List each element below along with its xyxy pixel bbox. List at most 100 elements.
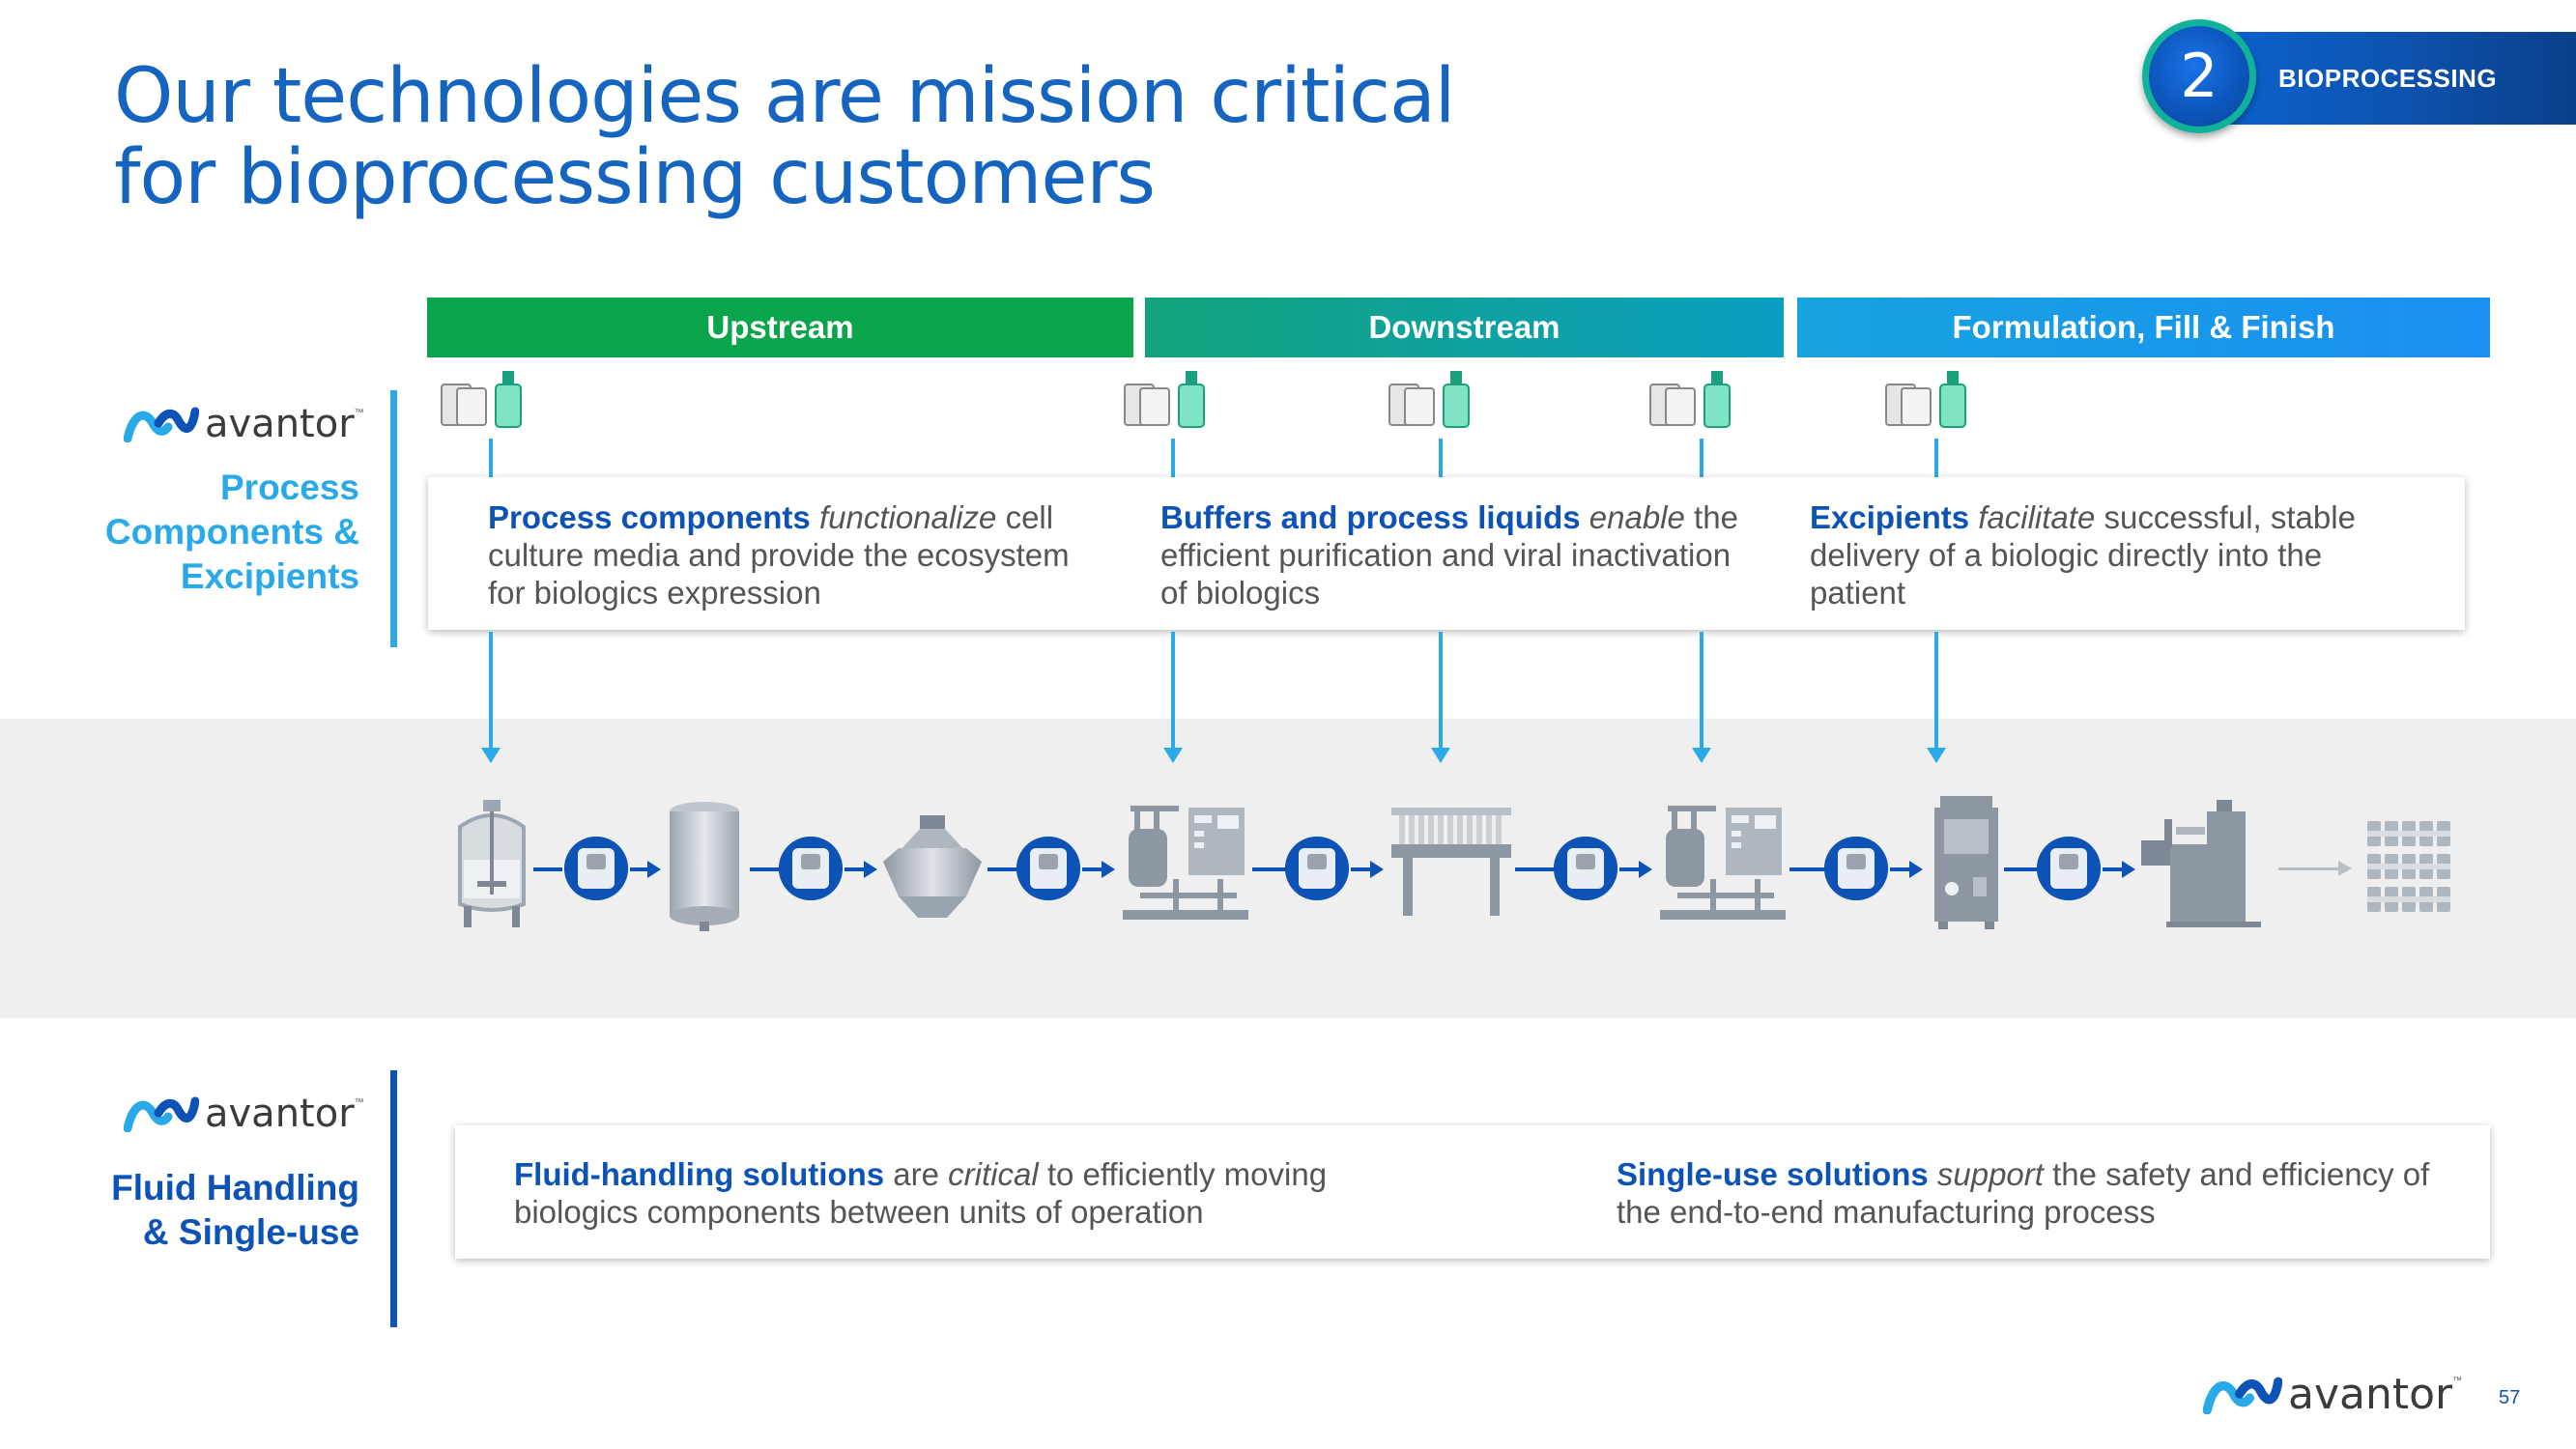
flow-line <box>1890 867 1911 871</box>
footer-avantor-logo: avantor ™ <box>2203 1370 2462 1419</box>
body-text: the efficient purification and viral ina… <box>1160 499 1738 611</box>
flow-line <box>1515 867 1554 871</box>
title-line-1: Our technologies are mission critical <box>114 53 1455 140</box>
output-arrow-head <box>2338 861 2352 876</box>
filling-machine-icon <box>2141 800 2261 927</box>
label-line: Components & <box>104 512 359 552</box>
down-arrow <box>481 632 501 763</box>
bioreactor-icon <box>458 800 526 927</box>
flow-line <box>1252 867 1285 871</box>
fluid-handling-label: Fluid Handling & Single-use <box>58 1166 359 1255</box>
peristaltic-pump-icon <box>779 837 843 900</box>
title-line-2: for bioprocessing customers <box>114 134 1156 221</box>
bold-term: Single-use solutions <box>1617 1156 1929 1192</box>
connector-stub <box>1171 439 1175 477</box>
isolator-icon <box>1934 796 1998 929</box>
trademark: ™ <box>2452 1376 2463 1386</box>
body-text: to efficiently moving biologics componen… <box>514 1156 1328 1230</box>
flow-line <box>630 867 649 871</box>
trademark: ™ <box>354 1097 364 1108</box>
avantor-wordmark: avantor <box>205 1092 355 1136</box>
bottles-containers-icon <box>1885 371 1966 428</box>
connector-stub <box>1934 439 1938 477</box>
bottles-containers-icon <box>441 371 522 428</box>
body-text: are <box>884 1156 949 1192</box>
label-line: Fluid Handling <box>111 1168 359 1208</box>
flow-line <box>1351 867 1372 871</box>
process-components-label: Process Components & Excipients <box>58 466 359 599</box>
flow-arrow-icon <box>2122 861 2135 878</box>
section-divider <box>390 390 397 647</box>
flow-line <box>2004 867 2037 871</box>
excipients-text: Excipients facilitate successful, stable… <box>1810 498 2390 611</box>
connector-stub <box>1439 439 1443 477</box>
chromatography-skid-icon <box>1660 806 1786 920</box>
bold-term: Excipients <box>1810 499 1970 535</box>
down-arrow <box>1431 632 1450 763</box>
peristaltic-pump-icon <box>2037 837 2101 900</box>
flow-line <box>844 867 866 871</box>
section-divider <box>390 1070 397 1327</box>
section-badge-label: BIOPROCESSING <box>2278 64 2498 93</box>
fluid-handling-text: Fluid-handling solutions are critical to… <box>514 1155 1422 1231</box>
connector-stub <box>489 439 493 477</box>
avantor-mark-icon <box>2203 1377 2282 1414</box>
stage-upstream: Upstream <box>427 298 1133 357</box>
italic-verb: enable <box>1589 499 1685 535</box>
peristaltic-pump-icon <box>1016 837 1080 900</box>
flow-arrow-icon <box>1909 861 1923 878</box>
flow-line <box>2103 867 2124 871</box>
filter-press-icon <box>1391 808 1511 916</box>
page-title: Our technologies are mission critical fo… <box>114 56 1563 218</box>
flow-arrow-icon <box>864 861 877 878</box>
flow-arrow-icon <box>647 861 661 878</box>
avantor-wordmark: avantor <box>2288 1370 2453 1419</box>
connector-stub <box>1700 439 1703 477</box>
flow-line <box>987 867 1016 871</box>
avantor-logo: avantor ™ <box>124 1092 364 1136</box>
bold-term: Fluid-handling solutions <box>514 1156 885 1192</box>
flow-line <box>750 867 779 871</box>
section-number-badge: 2 <box>2142 19 2256 133</box>
bottles-containers-icon <box>1124 371 1205 428</box>
stage-downstream: Downstream <box>1145 298 1784 357</box>
output-arrow-line <box>2278 867 2342 870</box>
bottles-containers-icon <box>1388 371 1470 428</box>
bold-term: Buffers and process liquids <box>1160 499 1581 535</box>
avantor-mark-icon <box>124 407 199 442</box>
stage-formulation: Formulation, Fill & Finish <box>1797 298 2490 357</box>
peristaltic-pump-icon <box>1285 837 1349 900</box>
down-arrow <box>1692 632 1711 763</box>
down-arrow <box>1163 632 1183 763</box>
down-arrow <box>1927 632 1946 763</box>
centrifuge-icon <box>883 815 982 918</box>
body-text: cell culture media and provide the ecosy… <box>488 499 1070 611</box>
bottles-containers-icon <box>1649 371 1731 428</box>
single-use-text: Single-use solutions support the safety … <box>1617 1155 2447 1231</box>
body-text: successful, stable delivery of a biologi… <box>1810 499 2356 611</box>
flow-arrow-icon <box>1102 861 1115 878</box>
fluid-handling-box <box>455 1125 2490 1259</box>
flow-arrow-icon <box>1639 861 1652 878</box>
tank-icon <box>670 802 739 931</box>
body-text: the safety and efficiency of the end-to-… <box>1617 1156 2430 1230</box>
flow-arrow-icon <box>1370 861 1384 878</box>
flow-line <box>1082 867 1103 871</box>
label-line: & Single-use <box>142 1212 359 1252</box>
label-line: Process <box>220 468 359 507</box>
flow-line <box>1789 867 1824 871</box>
italic-verb: functionalize <box>818 499 997 535</box>
avantor-wordmark: avantor <box>205 402 355 446</box>
avantor-mark-icon <box>124 1096 199 1132</box>
page-number: 57 <box>2499 1387 2521 1408</box>
avantor-logo: avantor ™ <box>124 402 364 446</box>
process-components-text: Process components functionalize cell cu… <box>488 498 1106 611</box>
peristaltic-pump-icon <box>1824 837 1888 900</box>
process-components-box <box>428 477 2465 630</box>
flow-line <box>533 867 562 871</box>
buffers-text: Buffers and process liquids enable the e… <box>1160 498 1760 611</box>
label-line: Excipients <box>180 556 359 596</box>
body-text <box>1929 1156 1937 1192</box>
peristaltic-pump-icon <box>1554 837 1617 900</box>
italic-verb: support <box>1936 1156 2044 1192</box>
